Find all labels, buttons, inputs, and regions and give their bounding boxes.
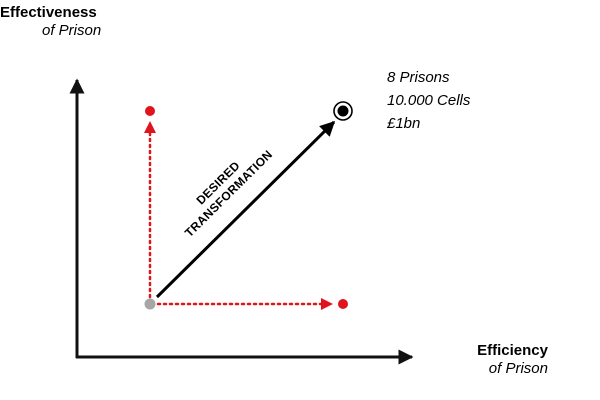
red-dot-right bbox=[338, 299, 348, 309]
bullseye-icon bbox=[333, 101, 353, 121]
dotted-arrow-up-head bbox=[144, 121, 156, 133]
target-info-cost: £1bn bbox=[387, 115, 421, 132]
arrow-label: DESIRED TRANSFORMATION bbox=[182, 147, 275, 239]
x-axis-subtitle: of Prison bbox=[488, 360, 548, 377]
y-axis-subtitle: of Prison bbox=[42, 22, 102, 39]
target-info-prisons: 8 Prisons bbox=[387, 69, 450, 86]
x-axis-label: Efficiency of Prison bbox=[477, 342, 548, 378]
origin-point bbox=[144, 298, 156, 310]
red-dot-top bbox=[145, 106, 155, 116]
y-axis-label: Effectiveness of Prison bbox=[0, 4, 101, 40]
y-axis-title: Effectiveness bbox=[0, 4, 97, 21]
x-axis-title: Efficiency bbox=[477, 342, 548, 359]
dotted-arrow-right-head bbox=[321, 298, 333, 310]
target-info-cells: 10.000 Cells bbox=[387, 92, 471, 109]
target-info: 8 Prisons 10.000 Cells £1bn bbox=[387, 66, 470, 135]
transformation-arrow bbox=[155, 120, 336, 299]
